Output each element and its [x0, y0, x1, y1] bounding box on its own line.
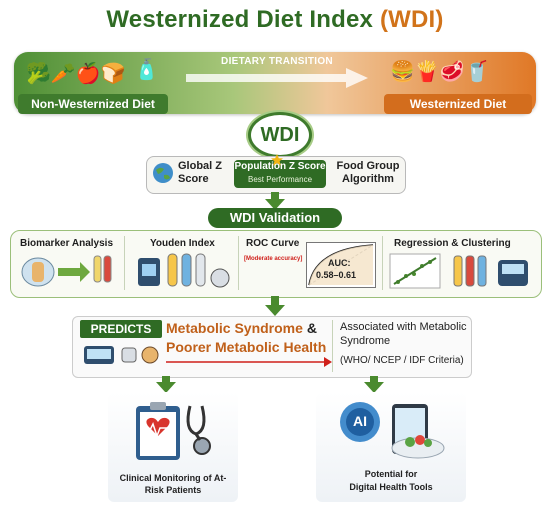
connector-stem	[271, 296, 279, 306]
globe-icon	[153, 163, 173, 183]
roc-curve-graphic	[308, 244, 374, 286]
water-bottle-icon: 🧴	[134, 59, 159, 81]
title-main: Westernized Diet Index	[106, 6, 374, 33]
digital-health-caption-1: Potential for	[364, 469, 418, 479]
associated-with-text: Associated with Metabolic Syndrome	[340, 321, 467, 347]
auc-label: AUC:	[328, 258, 351, 268]
youden-index-label: Youden Index	[150, 238, 215, 249]
page-title: Westernized Diet Index (WDI)	[0, 6, 550, 34]
non-westernized-diet-label: Non-Westernized Diet	[18, 94, 168, 114]
outcome-line-2: Poorer Metabolic Health	[166, 339, 327, 355]
connector-stem	[370, 376, 378, 384]
clinical-monitoring-caption: Clinical Monitoring of At-Risk Patients	[119, 473, 227, 495]
star-icon	[271, 154, 283, 166]
connector-stem	[162, 376, 170, 384]
auc-value: 0.58–0.61	[316, 270, 357, 280]
regression-icon	[389, 253, 528, 289]
global-z-score: Global Z Score	[178, 160, 222, 185]
transition-arrow	[186, 68, 368, 88]
digital-health-graphic	[340, 402, 445, 459]
predicts-badge: PREDICTS	[80, 320, 162, 338]
title-accent: (WDI)	[379, 6, 444, 33]
outcome-line-1: Metabolic Syndrome &	[166, 320, 317, 336]
divider	[238, 236, 239, 290]
roc-curve-label: ROC Curve	[246, 238, 300, 249]
criteria-text: (WHO/ NCEP / IDF Criteria)	[340, 355, 464, 366]
digital-health-caption-2: Digital Health Tools	[349, 482, 433, 492]
population-z-score-title: Population Z Score	[234, 161, 326, 172]
stethoscope-icon	[186, 405, 206, 436]
roc-curve-plot	[306, 242, 376, 288]
dietary-transition-label: DIETARY TRANSITION	[221, 56, 333, 67]
food-group-algorithm: Food Group Algorithm	[336, 160, 400, 185]
clipboard-heart-icon	[136, 402, 211, 460]
vegetables-icon: 🥦🥕🍎🍞	[26, 63, 126, 85]
divider	[124, 236, 125, 290]
regression-clustering-label: Regression & Clustering	[394, 238, 511, 249]
moderate-accuracy-label: [Moderate accuracy]	[244, 256, 303, 262]
divider	[382, 236, 383, 290]
down-arrow	[265, 199, 285, 210]
biomarker-analysis-label: Biomarker Analysis	[20, 238, 114, 249]
westernized-diet-label: Westernized Diet	[384, 94, 532, 114]
metabolic-syndrome-text: Metabolic Syndrome	[166, 320, 303, 336]
ampersand: &	[306, 320, 317, 336]
down-arrow	[265, 305, 285, 316]
biomarker-icon	[21, 255, 112, 287]
population-z-score-sub: Best Performance	[247, 175, 313, 184]
validation-title: WDI Validation	[208, 208, 342, 228]
down-arrow	[364, 382, 384, 393]
down-arrow	[156, 382, 176, 393]
connector-stem	[271, 192, 279, 200]
ai-badge: AI	[353, 413, 367, 429]
fast-food-icon: 🍔🍟🥩🥤	[390, 61, 490, 83]
lab-tubes-icon	[138, 253, 230, 288]
right-arrow-line	[166, 357, 332, 367]
divider	[332, 320, 333, 372]
wdi-badge: WDI	[248, 112, 312, 158]
monitor-devices-icon	[84, 346, 159, 364]
